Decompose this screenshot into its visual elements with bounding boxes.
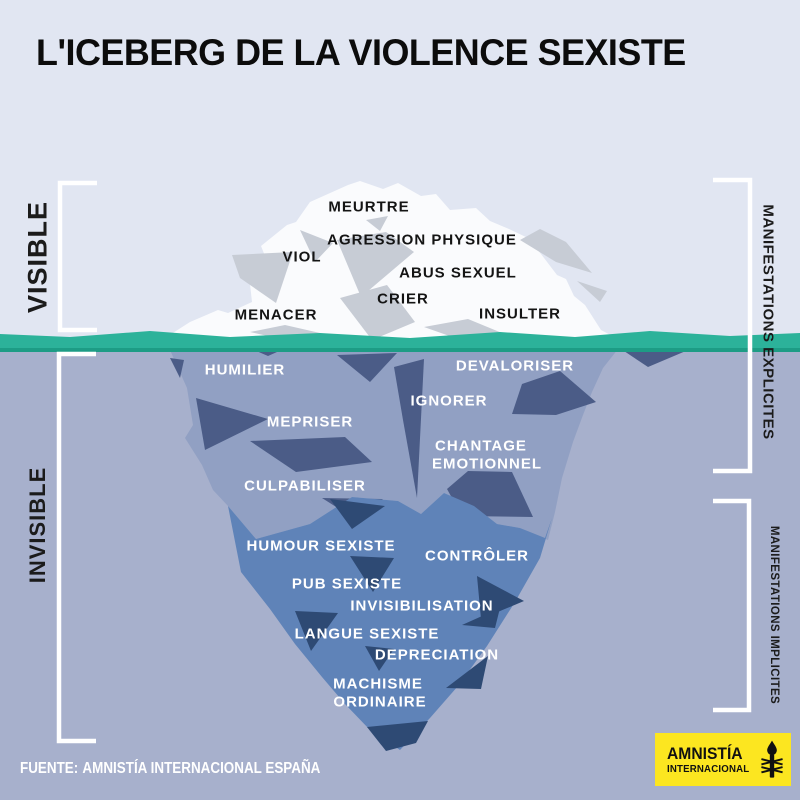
term-abus-sexuel: ABUS SEXUEL [399,264,517,282]
amnesty-logo-line1: AMNISTÍA [667,743,743,763]
label-invisible: INVISIBLE [25,466,50,584]
term-ordinaire: ORDINAIRE [333,693,427,711]
term-invisibilisation: INVISIBILISATION [350,597,494,615]
term-mepriser: MEPRISER [266,413,354,431]
term-controler: CONTRÔLER [425,547,529,565]
amnesty-logo-line2: INTERNACIONAL [667,762,750,775]
label-manifestations-explicites: MANIFESTATIONS EXPLICITES [759,204,777,440]
source-text: AMNISTÍA INTERNACIONAL ESPAÑA [82,760,321,777]
bracket-invisible [56,351,96,744]
bracket-visible [57,180,97,333]
term-devaloriser: DEVALORISER [455,357,575,375]
amnesty-logo-text: AMNISTÍA INTERNACIONAL [667,745,749,775]
bracket-implicit [713,498,752,713]
term-menacer: MENACER [234,306,318,324]
term-emotionnel: EMOTIONNEL [432,455,542,473]
iceberg-underwater-right-wedge [615,345,700,367]
amnesty-candle-icon [760,740,783,778]
amnesty-logo: AMNISTÍA INTERNACIONAL [655,733,791,786]
waterline-shadow [0,348,800,352]
term-chantage: CHANTAGE [435,437,527,455]
bracket-explicit [713,177,753,474]
term-insulter: INSULTER [479,305,561,323]
term-meurtre: MEURTRE [328,198,410,216]
term-machisme: MACHISME [333,675,423,693]
term-viol: VIOL [282,248,322,266]
waterline-band [0,331,800,352]
term-culpabiliser: CULPABILISER [244,477,366,495]
label-visible: VISIBLE [22,200,53,314]
term-humilier: HUMILIER [204,361,286,379]
term-crier: CRIER [377,290,429,308]
term-humour-sexiste: HUMOUR SEXISTE [246,537,396,555]
term-pub-sexiste: PUB SEXISTE [291,575,403,593]
iceberg-underwater-lower [228,493,552,750]
term-agression-physique: AGRESSION PHYSIQUE [327,231,517,249]
term-depreciation: DEPRECIATION [374,646,500,664]
page-title: L'ICEBERG DE LA VIOLENCE SEXISTE [36,32,686,73]
label-manifestations-implicites: MANIFESTATIONS IMPLICITES [768,525,780,705]
term-ignorer: IGNORER [410,392,488,410]
term-langue-sexiste: LANGUE SEXISTE [294,625,440,643]
source-label: FUENTE: [20,760,79,777]
source-line: FUENTE:AMNISTÍA INTERNACIONAL ESPAÑA [20,760,320,778]
